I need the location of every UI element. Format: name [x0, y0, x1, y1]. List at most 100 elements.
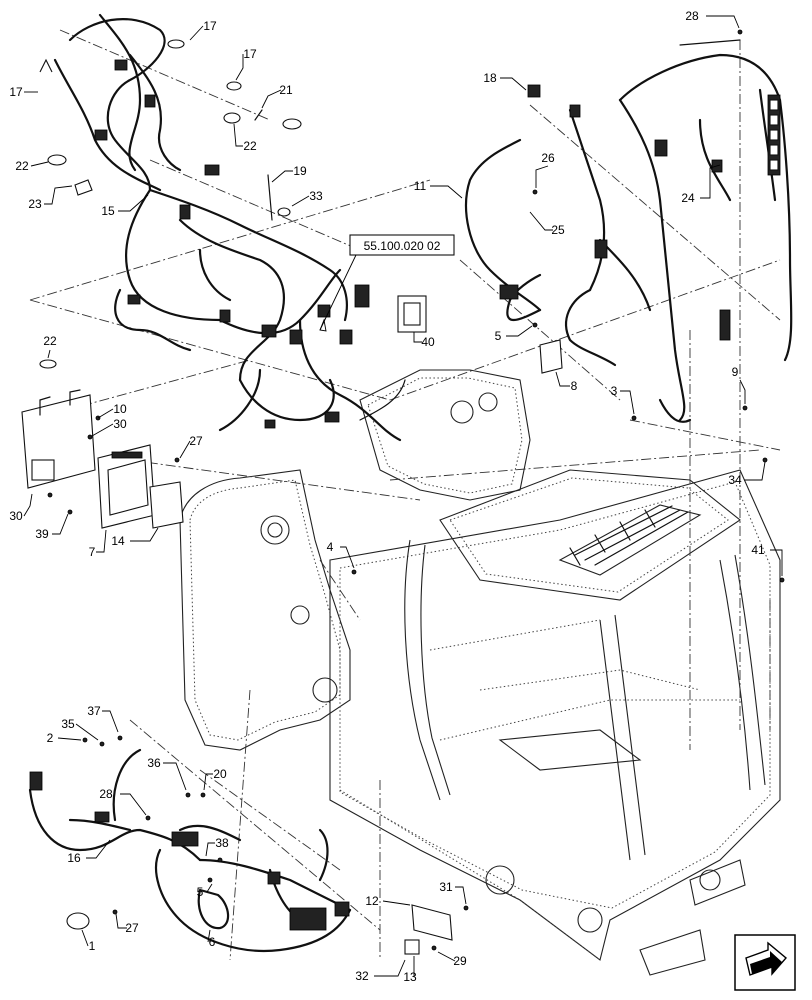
callout-number: 32 [355, 969, 369, 983]
callout-number: 13 [403, 970, 417, 984]
callout-leader [120, 793, 147, 816]
callout-c6: 6 [207, 929, 216, 949]
reference-box: 55.100.020 02 [319, 234, 455, 332]
callout-c12: 12 [365, 894, 411, 908]
callout-number: 26 [541, 151, 555, 165]
callout-number: 17 [243, 47, 257, 61]
callout-leader [86, 839, 111, 859]
reference-box-label: 55.100.020 02 [364, 239, 441, 253]
callout-leader [52, 513, 69, 535]
callout-number: 28 [99, 787, 113, 801]
callout-leader [770, 549, 783, 576]
next-page-arrow-icon[interactable] [734, 934, 796, 991]
callout-c21: 21 [261, 83, 293, 109]
callout-number: 17 [203, 19, 217, 33]
callout-leader [97, 408, 114, 419]
callout-leader [706, 15, 740, 29]
callout-leader [30, 161, 49, 167]
callout-leader [179, 440, 191, 459]
roof-vent-grid [558, 504, 702, 576]
callout-number: 18 [483, 71, 497, 85]
callout-leader [271, 170, 293, 183]
callout-leader [506, 325, 533, 337]
callout-c9: 9 [732, 365, 746, 404]
callout-c30a: 30 [91, 417, 127, 437]
callout-number: 19 [293, 164, 307, 178]
relay-block [767, 94, 781, 176]
callout-number: 20 [213, 767, 227, 781]
callout-number: 1 [89, 939, 96, 953]
callout-number: 22 [43, 334, 57, 348]
callout-leader [102, 710, 119, 733]
callout-leader [744, 461, 766, 481]
callout-c28a: 28 [685, 9, 740, 29]
callout-leader [205, 842, 215, 857]
callout-c19: 19 [271, 164, 307, 183]
callout-c22c: 22 [43, 334, 57, 359]
callout-number: 40 [421, 335, 435, 349]
callout-leader [75, 723, 99, 741]
callout-number: 29 [453, 954, 467, 968]
callout-number: 27 [189, 434, 203, 448]
callout-leader [437, 951, 456, 962]
callout-number: 23 [28, 197, 42, 211]
callout-number: 14 [111, 534, 125, 548]
callout-leader [500, 77, 527, 91]
callout-leader [235, 54, 244, 81]
callout-c31: 31 [439, 880, 467, 905]
callout-c17c: 17 [9, 85, 38, 99]
callout-c35: 35 [61, 717, 99, 741]
callout-c3: 3 [611, 384, 635, 415]
callout-number: 7 [89, 545, 96, 559]
callout-leader [374, 959, 406, 977]
callout-leader [261, 89, 282, 109]
callout-leader [620, 390, 635, 415]
callout-number: 3 [611, 384, 618, 398]
callout-c25: 25 [529, 211, 565, 237]
callout-number: 2 [47, 731, 54, 745]
callout-c23: 23 [28, 185, 73, 211]
callout-number: 25 [551, 223, 565, 237]
callout-c30b: 30 [9, 493, 33, 523]
callout-leader [118, 194, 149, 212]
callout-c10: 10 [97, 402, 127, 419]
switch-bezel [397, 295, 427, 333]
callout-number: 22 [15, 159, 29, 173]
callout-leader [44, 185, 73, 205]
callout-c34: 34 [728, 461, 766, 487]
callout-number: 33 [309, 189, 323, 203]
callout-c2: 2 [47, 731, 82, 745]
callout-leader [57, 737, 82, 741]
callout-leader [382, 900, 411, 906]
callout-leader [163, 762, 187, 791]
callout-c22a: 22 [233, 123, 257, 153]
callout-leader [130, 527, 159, 542]
callout-c39: 39 [35, 513, 69, 541]
callout-number: 38 [215, 836, 229, 850]
callout-leader [233, 123, 243, 147]
callout-number: 5 [197, 885, 204, 899]
callout-c32: 32 [355, 959, 406, 983]
callout-c27a: 27 [179, 434, 203, 459]
assembly-guide-lines [29, 29, 781, 961]
callout-leader [203, 773, 213, 791]
callout-c26: 26 [535, 151, 555, 188]
callout-c22b: 22 [15, 159, 49, 173]
callout-c8: 8 [555, 371, 578, 393]
callout-number: 8 [571, 379, 578, 393]
controller-module [97, 444, 156, 529]
callout-number: 36 [147, 756, 161, 770]
callout-c13: 13 [403, 956, 417, 984]
callout-leader [23, 493, 33, 517]
callout-number: 9 [732, 365, 739, 379]
lower-harness [28, 748, 352, 952]
callout-number: 17 [9, 85, 23, 99]
callout-leader [96, 529, 107, 553]
callout-leader [535, 165, 549, 188]
callout-number: 16 [67, 851, 81, 865]
callout-c36: 36 [147, 756, 187, 791]
callout-c33: 33 [291, 189, 323, 207]
callout-number: 39 [35, 527, 49, 541]
